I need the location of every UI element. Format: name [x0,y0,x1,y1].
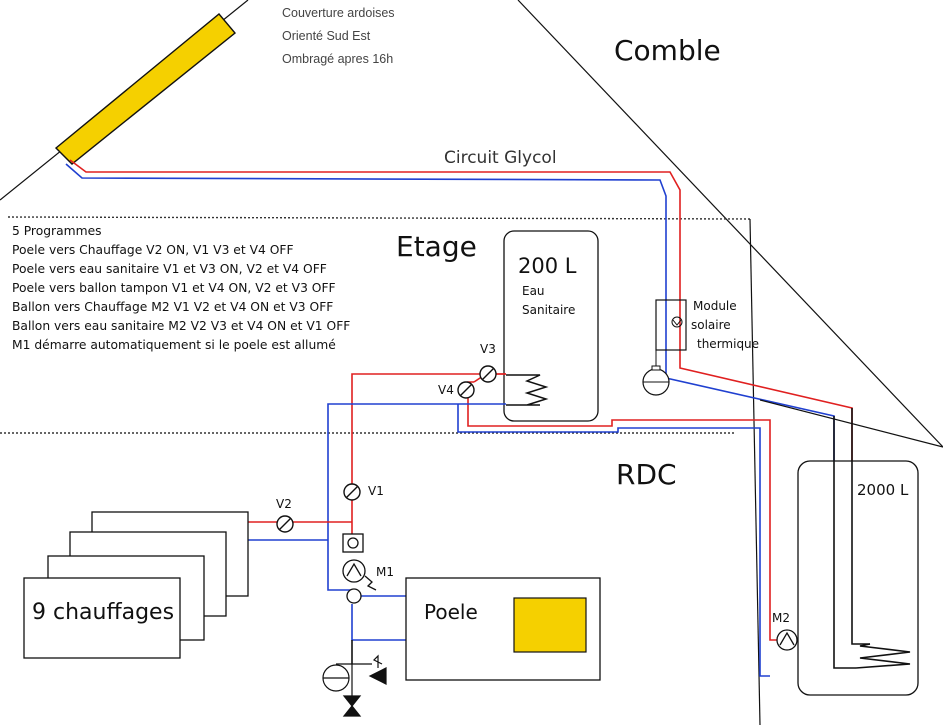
dhw-tank-label: Eau [522,284,545,298]
zone-label-attic: Comble [614,34,721,67]
roof-note-line: Orienté Sud Est [282,29,371,43]
dhw-tank-volume: 200 L [518,254,577,278]
zone-label-upper: Etage [396,230,477,263]
solar-module-box [655,299,687,351]
program-item: Poele vers Chauffage V2 ON, V1 V3 et V4 … [12,243,294,257]
wall-line [749,218,761,725]
radiators-stack [23,511,249,659]
safety-valve-icon [368,654,387,685]
pump-label-m1: M1 [376,565,394,579]
zone-label-ground: RDC [616,458,677,491]
programs-note: 5 Programmes Poele vers Chauffage V2 ON,… [12,222,350,355]
buffer-tank-volume: 2000 L [857,481,909,499]
coil-icon [506,374,549,406]
program-item: Ballon vers eau sanitaire M2 V2 V3 et V4… [12,319,351,333]
valve-label-v4: V4 [438,383,454,397]
program-item: Poele vers eau sanitaire V1 et V3 ON, V2… [12,262,327,276]
dhw-tank-label: Sanitaire [522,303,576,317]
stove-label: Poele [424,600,478,624]
roof-note: Couverture ardoises Orienté Sud Est Ombr… [282,2,395,71]
roof-edge [759,399,943,448]
valve-icon [457,381,475,399]
program-item: M1 démarre automatiquement si le poele e… [12,338,336,352]
program-item: Poele vers ballon tampon V1 et V4 ON, V2… [12,281,336,295]
drain-valve-icon [342,664,362,717]
attic-floor-line [7,216,751,220]
valve-label-v3: V3 [480,342,496,356]
valve-label-v1: V1 [368,484,384,498]
valve-label-v2: V2 [276,497,292,511]
valve-icon [276,515,294,533]
solar-module-label: thermique [697,337,760,351]
expansion-vessel-icon [322,663,372,692]
buffer-tank-pipes [833,408,911,669]
pump-label-m2: M2 [772,611,790,625]
roof-note-line: Ombragé apres 16h [282,52,394,66]
pump-icon [776,629,798,651]
solar-panel [54,13,236,165]
buffer-tank [797,460,919,696]
radiators-label: 9 chauffages [32,600,175,625]
valve-icon [343,483,361,501]
pump-icon [342,533,377,604]
dhw-tank [503,230,599,422]
circuit-label: Circuit Glycol [444,148,557,168]
program-item: Ballon vers Chauffage M2 V1 V2 et V4 ON … [12,300,334,314]
solar-module-label: solaire [691,318,731,332]
stove-window [513,597,587,653]
expansion-vessel-icon [642,350,670,396]
programs-title: 5 Programmes [12,224,102,238]
valve-icon [479,365,497,383]
solar-module-label: Module [693,299,737,313]
roof-note-line: Couverture ardoises [282,6,395,20]
